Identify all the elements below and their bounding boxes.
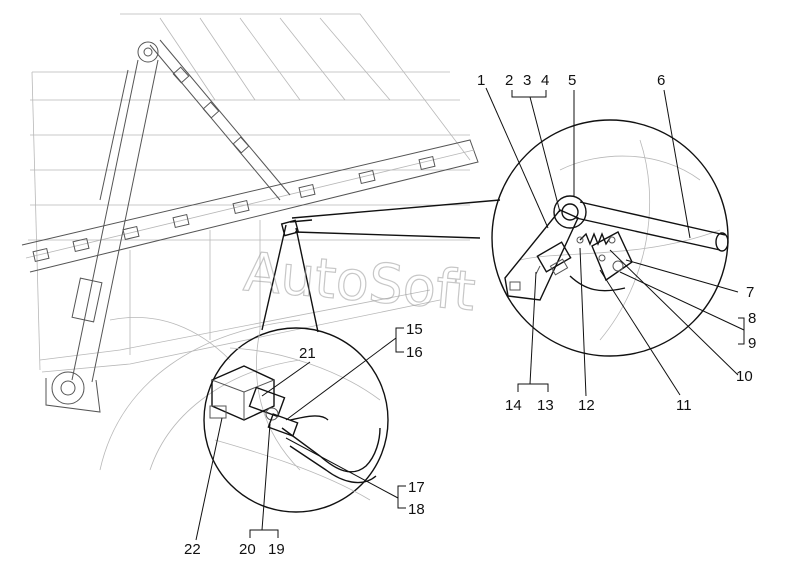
callout-7: 7 — [746, 284, 754, 301]
callout-13: 13 — [537, 397, 554, 414]
hinge-arm — [149, 39, 291, 201]
spring-assembly — [576, 232, 616, 246]
operating-rod — [575, 201, 729, 252]
lever-plate — [591, 231, 633, 282]
sensor-box — [209, 365, 275, 421]
callout-11: 11 — [676, 397, 692, 414]
callout-21: 21 — [299, 345, 316, 362]
bracket-plate — [504, 209, 579, 301]
body-longitudinal-beam — [21, 139, 479, 273]
autosoft-watermark: AutoSoft — [241, 240, 478, 323]
callout-1: 1 — [477, 72, 485, 89]
callout-16: 16 — [406, 344, 423, 361]
callout-19: 19 — [268, 541, 285, 558]
callout-8: 8 — [748, 310, 756, 327]
callout-6: 6 — [657, 72, 665, 89]
callout-18: 18 — [408, 501, 425, 518]
pivot-hub — [553, 195, 587, 229]
callout-4: 4 — [541, 72, 549, 89]
callout-17: 17 — [408, 479, 425, 496]
callout-9: 9 — [748, 335, 756, 352]
lift-cylinder — [45, 41, 159, 413]
callout-5: 5 — [568, 72, 576, 89]
callout-12: 12 — [578, 397, 595, 414]
sensor-location-marker — [280, 219, 313, 237]
callout-22: 22 — [184, 541, 201, 558]
callout-15: 15 — [406, 321, 423, 338]
switch-body — [248, 386, 299, 437]
chassis-frame — [39, 220, 441, 471]
callout-20: 20 — [239, 541, 256, 558]
callout-3: 3 — [523, 72, 531, 89]
callout-10: 10 — [736, 368, 753, 385]
callout-leaders — [195, 87, 745, 541]
actuator-rod-left — [281, 415, 381, 484]
detail-view-right — [491, 119, 729, 357]
detail-view-left — [203, 327, 389, 513]
detail-leader-lines — [261, 199, 501, 333]
callout-numbers: 1 2 3 4 5 6 7 8 9 10 11 12 13 14 15 16 1… — [184, 72, 756, 558]
callout-2: 2 — [505, 72, 513, 89]
limit-switch — [535, 241, 626, 292]
callout-14: 14 — [505, 397, 522, 414]
